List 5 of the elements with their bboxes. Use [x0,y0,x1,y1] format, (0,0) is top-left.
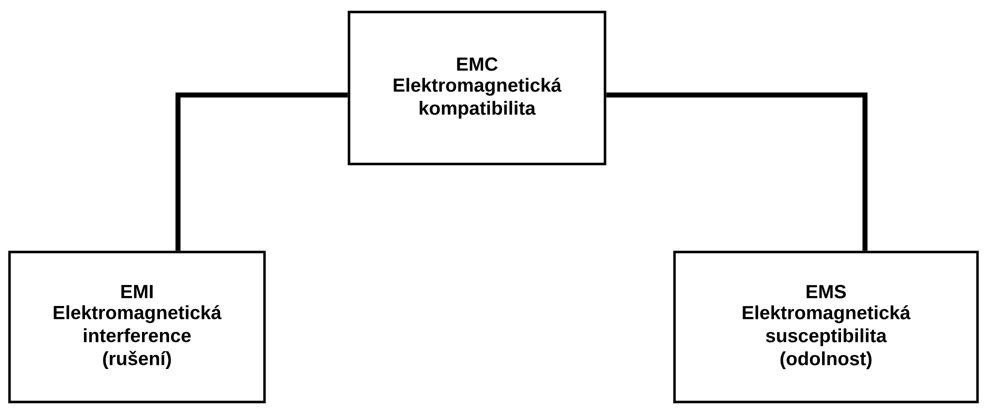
process-box: EMS Elektromagnetická susceptibilita (odolnost) [673,250,979,404]
connector-line [176,92,348,251]
connector-line [606,92,868,251]
process-box: EMI Elektromagnetická interference (rušení) [8,250,266,404]
process-box: EMC Elektromagnetická kompatibilita [348,10,606,166]
